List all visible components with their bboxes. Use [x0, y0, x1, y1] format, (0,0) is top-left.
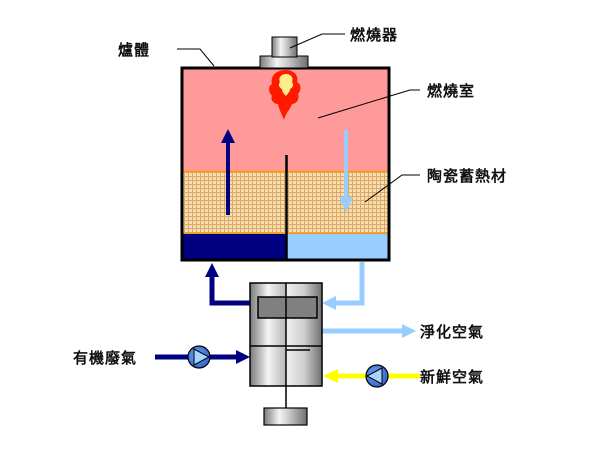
flame-icon	[269, 70, 301, 120]
outlet-duct	[322, 262, 365, 310]
outlet-plenum	[286, 234, 389, 259]
up-flow-arrow	[221, 129, 235, 215]
label-furnace-body: 爐體	[118, 41, 150, 59]
label-fresh-air: 新鮮空氣	[420, 368, 484, 386]
down-flow-arrow	[339, 130, 353, 212]
label-ceramic-media: 陶瓷蓄熱材	[427, 167, 507, 185]
label-organic-exhaust: 有機廢氣	[73, 349, 137, 367]
leader-furnace-body	[177, 48, 215, 67]
burner	[259, 36, 309, 69]
leader-combustion-chamber	[317, 89, 420, 119]
leader-lines	[177, 33, 420, 203]
label-burner: 燃燒器	[350, 26, 398, 44]
exhaust-fan-icon	[187, 345, 211, 369]
leader-ceramic-media	[364, 174, 420, 203]
clean-air-duct	[322, 324, 416, 338]
fresh-air-fan-icon	[365, 364, 389, 388]
label-combustion-chamber: 燃燒室	[427, 82, 475, 100]
valve-motor	[263, 407, 308, 426]
leader-burner	[289, 33, 345, 49]
rotary-valve	[249, 282, 323, 426]
label-clean-air: 淨化空氣	[420, 323, 484, 341]
inlet-duct	[205, 263, 250, 306]
inlet-plenum	[182, 234, 286, 259]
valve-rotor-window	[257, 296, 318, 319]
